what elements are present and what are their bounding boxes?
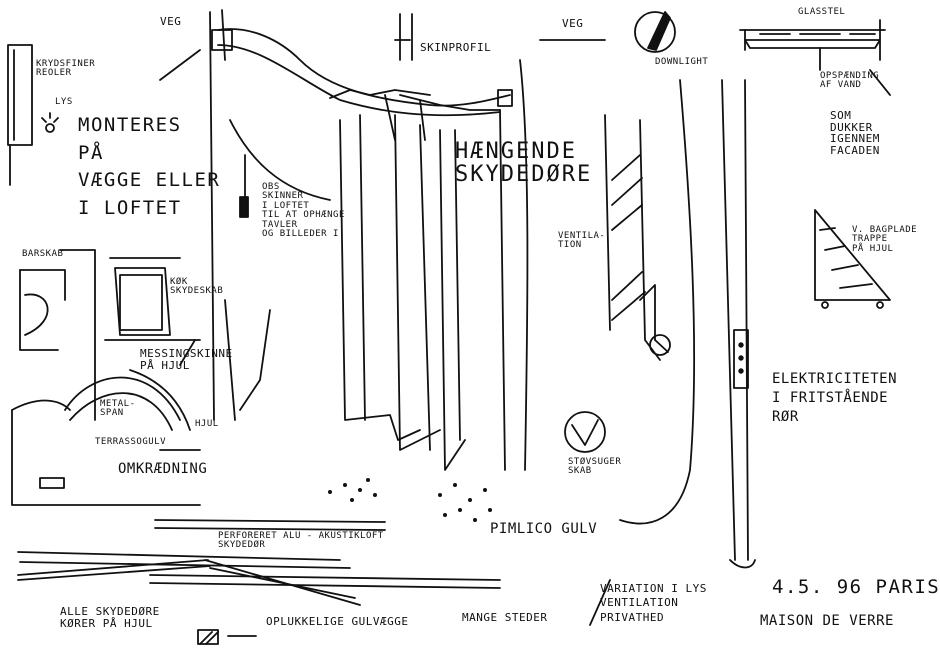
glass-shelf-sketch [739,19,886,71]
label-mange-steder: MANGE STEDER [462,611,548,624]
metal-span-sketch [64,339,196,431]
label-opspaending: OPSPÆNDING AF VAND [820,71,880,91]
label-skinneprofil: SKINPROFIL [420,41,492,54]
label-alle-skydedoere: ALLE SKYDEDØRE KØRER PÅ HJUL [60,605,160,630]
ventilation-window-sketch [604,114,671,361]
label-date: 4.5. 96 PARIS [772,576,940,598]
label-glasstel: GLASSTEL [798,7,846,17]
ceiling-rail-sketch [209,9,513,421]
label-veg-right: VEG [562,17,584,30]
label-haengende: HÆNGENDE SKYDEDØRE [455,139,593,188]
label-ventilation: VENTILA- TION [558,231,606,251]
label-terrasso: TERRASSOGULV [95,437,167,447]
label-v-bagplade: V. BAGPLADE TRAPPE PÅ HJUL [852,225,918,254]
shelf-sketch [7,44,33,186]
label-opluk: OPLUKKELIGE GULVÆGGE [266,615,409,628]
label-lys: LYS [55,97,73,107]
label-monteres: MONTERES PÅ VÆGGE ELLER I LOFTET [78,114,221,219]
label-elektriciteten: ELEKTRICITETEN I FRITSTÅENDE RØR [772,371,898,425]
sketch-canvas: VEG SKINPROFIL VEG DOWNLIGHT GLASSTEL KR… [7,7,939,645]
label-maison: MAISON DE VERRE [760,613,894,629]
hatch-symbol [197,629,257,645]
downlight-icon [634,11,676,53]
annotation-arrows [159,39,891,96]
sketch-drawing [7,9,891,645]
label-variation: VARIATION I LYS VENTILATION PRIVATHED [600,582,707,624]
terrazzo-floor-sketch [11,399,201,506]
label-pimlico: PIMLICO GULV [490,521,598,537]
label-veg-left: VEG [160,15,182,28]
lamp-icon [41,112,59,133]
sliding-doors-sketch [339,94,506,471]
label-hjul: HJUL [195,419,219,429]
label-barskab: BARSKAB [22,249,64,259]
ladder-on-wheels-sketch [814,209,891,309]
label-skinner-note: OBS SKINNER I LOFTET TIL AT OPHÆNGE TAVL… [262,182,345,240]
label-koek: KØK SKYDESKAB [170,277,224,297]
label-krydsfiner: KRYDSFINER REOLER [36,59,96,79]
wall-hanging-sketch [224,119,331,421]
label-omkraedning: OMKRÆDNING [118,461,208,477]
label-metalspan: METAL- SPAN [100,399,136,419]
alu-rails-sketch [17,519,501,606]
divider-stroke [589,579,611,626]
pimlico-dots [328,478,492,522]
label-downlight: DOWNLIGHT [655,57,709,67]
kitchen-cabinet-sketch [104,257,201,341]
label-messing: MESSINGSKINNE PÅ HJUL [140,347,233,372]
label-stoevsuger: STØVSUGER SKAB [568,457,622,477]
electric-pipe-sketch [721,79,756,569]
vacuum-cabinet-icon [564,411,606,453]
label-som-dukker: SOM DUKKER IGENNEM FACADEN [830,109,880,157]
bar-cabinet-sketch [19,249,96,421]
label-perforeret: PERFORERET ALU - AKUSTIKLOFT SKYDEDØR [218,531,384,551]
curved-wall-sketch [519,59,696,525]
